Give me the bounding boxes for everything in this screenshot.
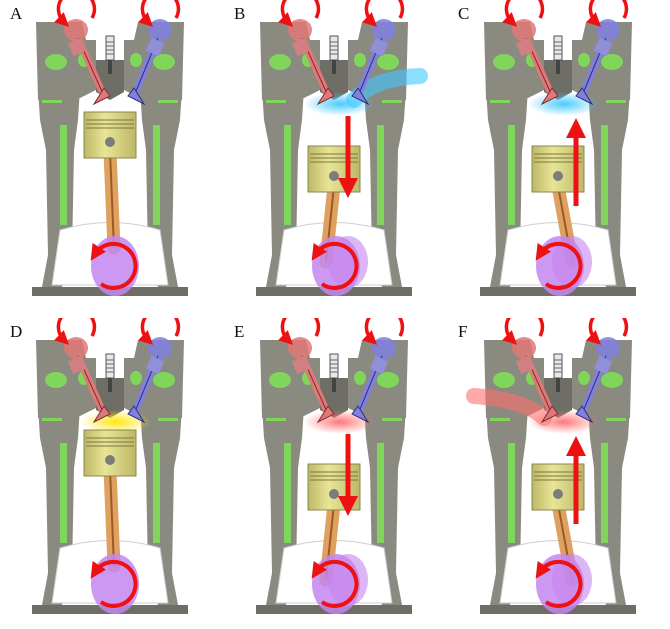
exhaust-cam: [64, 337, 88, 359]
piston-pin: [105, 455, 115, 465]
panel-c: C: [448, 0, 668, 308]
head-coolant-right: [601, 372, 623, 388]
spark-plug: [554, 36, 562, 60]
exhaust-cam-rotation-arrow: [506, 0, 542, 22]
exhaust-cam: [512, 337, 536, 359]
spark-plug-electrode: [108, 60, 112, 74]
right-coolant-jacket: [377, 443, 384, 543]
head-coolant-left: [269, 372, 291, 388]
panel-f: F: [448, 318, 668, 626]
head-coolant-right: [153, 372, 175, 388]
exhaust-cam: [288, 19, 312, 41]
spark-plug-electrode: [332, 60, 336, 74]
head-coolant-right: [601, 54, 623, 70]
head-coolant-inner-right: [354, 53, 366, 67]
head-coolant-left: [45, 372, 67, 388]
head-coolant-inner-right: [130, 371, 142, 385]
left-coolant-jacket: [60, 443, 67, 543]
head-coolant-inner-right: [130, 53, 142, 67]
intake-cam-rotation-arrow: [590, 318, 626, 340]
exhaust-cam-rotation-arrow: [506, 318, 542, 340]
intake-cam-rotation-arrow: [590, 0, 626, 22]
panel-b: B: [224, 0, 444, 308]
right-coolant-jacket: [153, 125, 160, 225]
spark-plug-electrode: [556, 378, 560, 392]
intake-cam: [596, 337, 620, 359]
spark-plug: [106, 354, 114, 378]
intake-cam-rotation-arrow: [366, 318, 402, 340]
exhaust-cam-rotation-arrow: [58, 318, 94, 340]
engine-drawing-e: [224, 318, 444, 626]
right-coolant-jacket: [153, 443, 160, 543]
left-coolant-jacket: [60, 125, 67, 225]
panel-e: E: [224, 318, 444, 626]
panel-label-b: B: [234, 4, 245, 24]
head-coolant-right: [153, 54, 175, 70]
head-coolant-left: [493, 54, 515, 70]
panel-label-d: D: [10, 322, 22, 342]
intake-cam: [148, 19, 172, 41]
left-coolant-jacket: [508, 125, 515, 225]
head-coolant-left: [269, 54, 291, 70]
intake-cam-rotation-arrow: [142, 0, 178, 22]
piston-pin: [329, 489, 339, 499]
left-coolant-jacket: [284, 443, 291, 543]
engine-drawing-d: [0, 318, 220, 626]
spark-plug-electrode: [556, 60, 560, 74]
intake-cam: [372, 19, 396, 41]
panel-label-a: A: [10, 4, 22, 24]
piston-pin: [329, 171, 339, 181]
piston-pin: [553, 171, 563, 181]
right-coolant-jacket: [601, 443, 608, 543]
left-coolant-jacket: [508, 443, 515, 543]
head-coolant-right: [377, 372, 399, 388]
engine-drawing-f: [448, 318, 668, 626]
left-coolant-jacket: [284, 125, 291, 225]
head-coolant-left: [493, 372, 515, 388]
spark-plug: [554, 354, 562, 378]
piston: [84, 112, 136, 158]
exhaust-cam-rotation-arrow: [58, 0, 94, 22]
piston-pin: [553, 489, 563, 499]
engine-drawing-c: [448, 0, 668, 308]
exhaust-cam: [288, 337, 312, 359]
chamber-glow: [528, 92, 600, 116]
chamber-glow: [304, 410, 376, 434]
right-coolant-jacket: [377, 125, 384, 225]
spark-plug-electrode: [108, 378, 112, 392]
panel-d: D: [0, 318, 220, 626]
engine-drawing-b: [224, 0, 444, 308]
engine-drawing-a: [0, 0, 220, 308]
panel-a: A: [0, 0, 220, 308]
intake-cam: [596, 19, 620, 41]
head-coolant-right: [377, 54, 399, 70]
intake-cam-rotation-arrow: [142, 318, 178, 340]
piston: [84, 430, 136, 476]
exhaust-cam-rotation-arrow: [282, 318, 318, 340]
exhaust-cam: [512, 19, 536, 41]
head-coolant-inner-right: [354, 371, 366, 385]
panel-label-e: E: [234, 322, 244, 342]
spark-plug: [330, 354, 338, 378]
piston-pin: [105, 137, 115, 147]
panel-label-c: C: [458, 4, 469, 24]
intake-cam-rotation-arrow: [366, 0, 402, 22]
piston: [308, 464, 360, 510]
spark-plug: [106, 36, 114, 60]
spark-plug-electrode: [332, 378, 336, 392]
head-coolant-inner-right: [578, 53, 590, 67]
spark-plug: [330, 36, 338, 60]
head-coolant-inner-right: [578, 371, 590, 385]
piston: [308, 146, 360, 192]
intake-cam: [148, 337, 172, 359]
exhaust-cam: [64, 19, 88, 41]
intake-cam: [372, 337, 396, 359]
right-coolant-jacket: [601, 125, 608, 225]
exhaust-cam-rotation-arrow: [282, 0, 318, 22]
head-coolant-left: [45, 54, 67, 70]
panel-label-f: F: [458, 322, 467, 342]
